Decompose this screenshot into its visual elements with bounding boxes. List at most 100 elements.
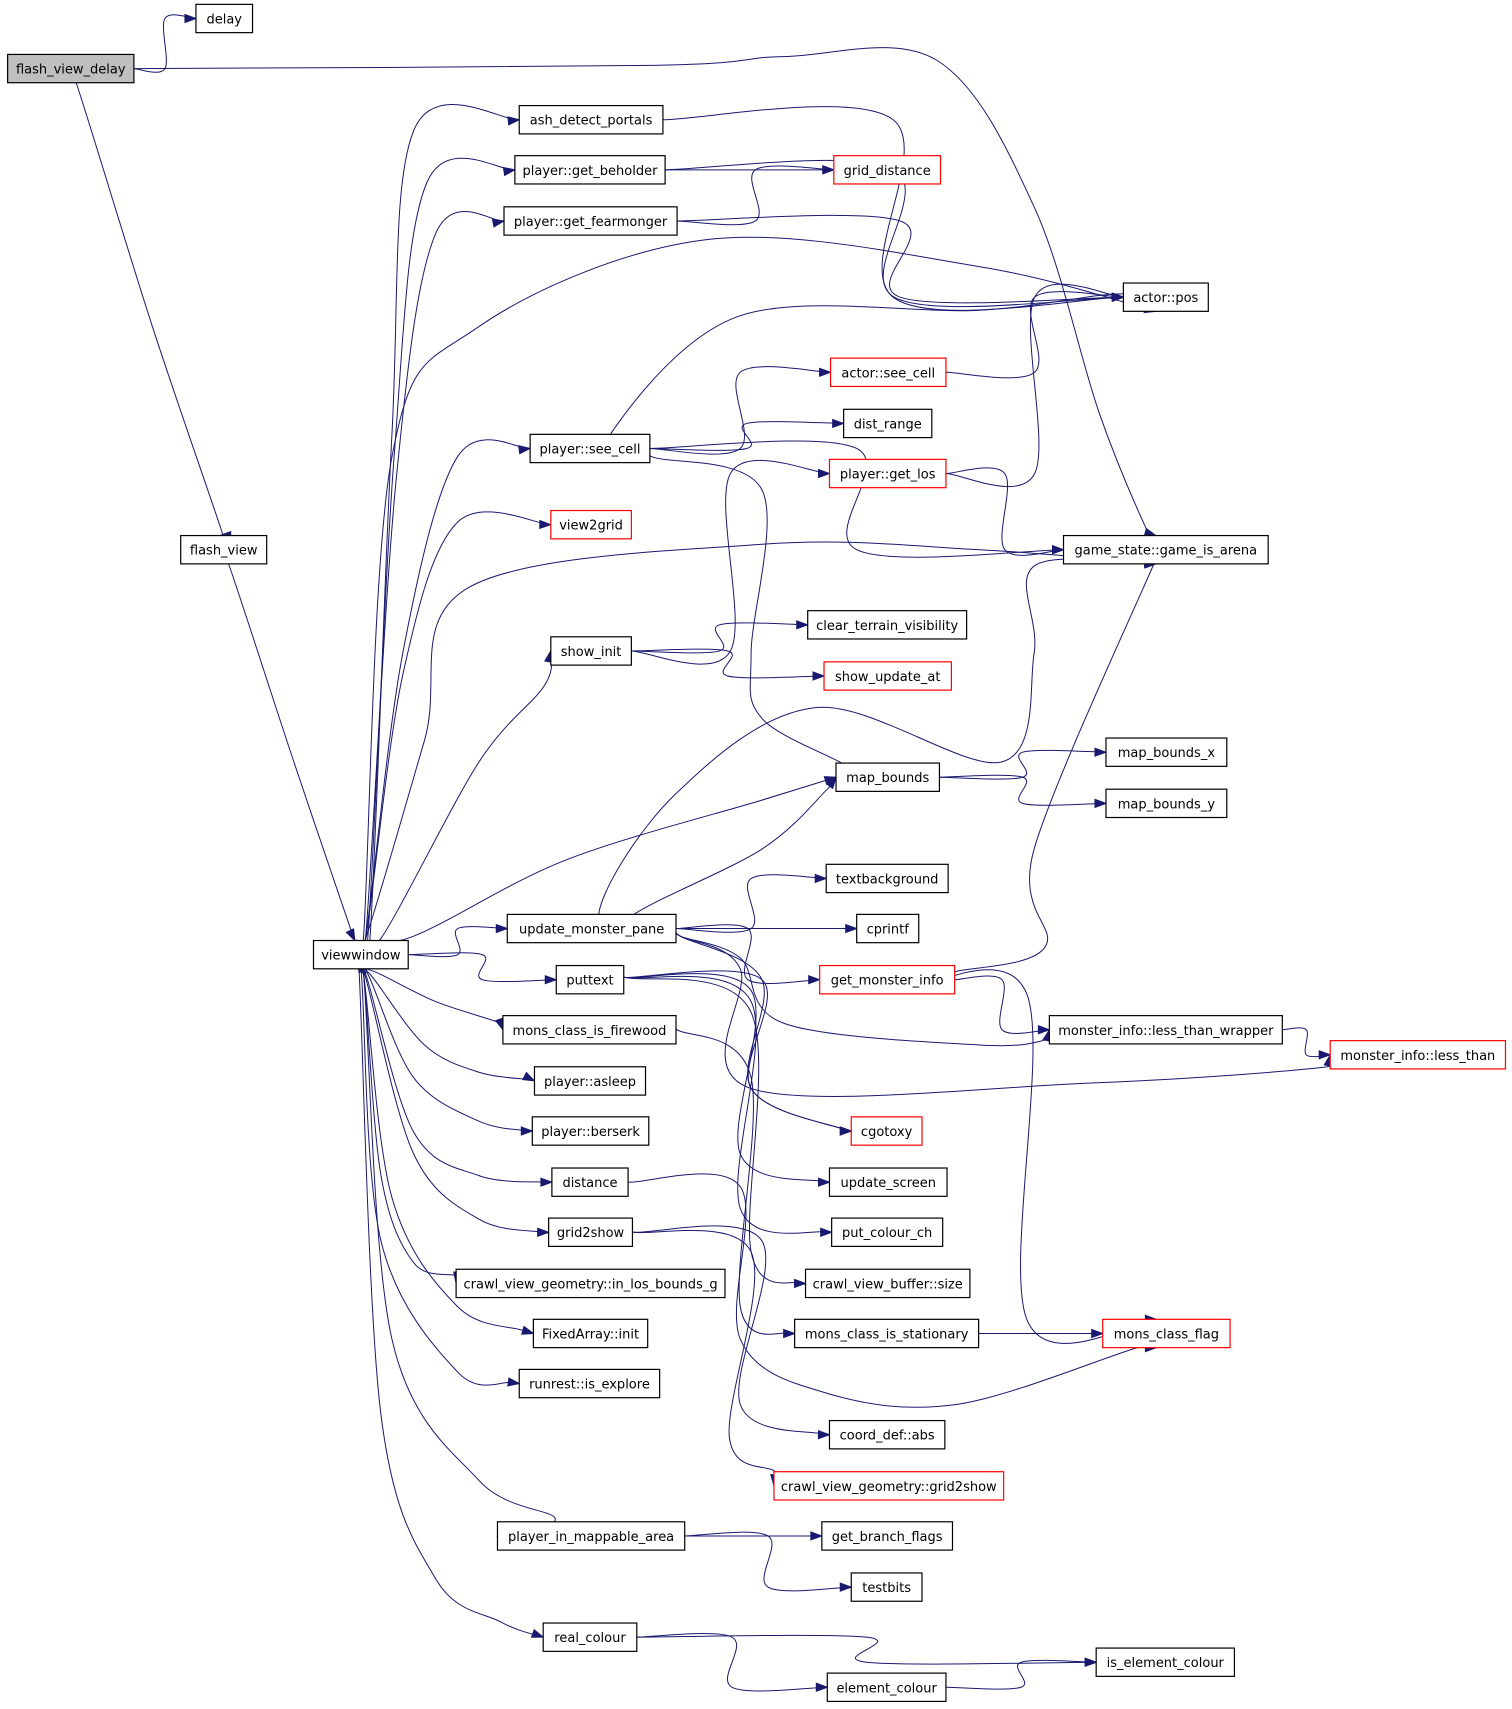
edge-arrowhead xyxy=(539,519,553,530)
edge-player_in_mappable_area-to-testbits xyxy=(684,1531,853,1592)
node-get-los[interactable]: player::get_los xyxy=(828,458,947,489)
edge-line xyxy=(673,928,1347,1097)
edge-line xyxy=(1282,1027,1331,1058)
node-label: textbackground xyxy=(836,872,939,887)
node-get-monster-info[interactable]: get_monster_info xyxy=(819,964,956,995)
edge-arrowhead xyxy=(845,923,859,934)
node-viewwindow[interactable]: viewwindow xyxy=(312,939,409,970)
node-fixedarray-init[interactable]: FixedArray::init xyxy=(532,1318,649,1349)
node-update-monster-pane[interactable]: update_monster_pane xyxy=(506,913,677,944)
edge-arrowhead xyxy=(817,1429,831,1440)
node-less-than-wrapper[interactable]: monster_info::less_than_wrapper xyxy=(1048,1015,1283,1045)
edge-viewwindow-to-game_is_arena xyxy=(356,541,1158,955)
edge-viewwindow-to-mons_class_is_firewood xyxy=(356,968,507,1032)
node-testbits[interactable]: testbits xyxy=(850,1572,923,1602)
node-box xyxy=(828,458,947,489)
node-map-bounds-x[interactable]: map_bounds_x xyxy=(1105,737,1228,767)
edge-line xyxy=(672,928,858,1135)
node-dist-range[interactable]: dist_range xyxy=(843,408,933,439)
edge-line xyxy=(356,236,1156,974)
node-box xyxy=(455,1268,726,1299)
node-show-update-at[interactable]: show_update_at xyxy=(823,661,952,691)
node-element-colour[interactable]: element_colour xyxy=(826,1672,947,1703)
edge-update_monster_pane-to-cprintf xyxy=(675,923,859,934)
edge-update_monster_pane-to-get_monster_info xyxy=(675,924,822,985)
node-label: player::get_fearmonger xyxy=(514,215,668,230)
node-show-init[interactable]: show_init xyxy=(550,636,632,666)
edge-ash_detect_portals-to-actor_pos xyxy=(662,106,1125,311)
node-real-colour[interactable]: real_colour xyxy=(542,1622,638,1652)
node-player-asleep[interactable]: player::asleep xyxy=(533,1066,647,1096)
node-flash-view-delay[interactable]: flash_view_delay xyxy=(7,53,135,84)
node-mons-class-is-firewood[interactable]: mons_class_is_firewood xyxy=(502,1015,677,1045)
node-label: crawl_view_geometry::grid2show xyxy=(781,1480,997,1495)
edge-line xyxy=(649,440,1064,558)
node-label: update_screen xyxy=(840,1176,936,1191)
node-box xyxy=(514,155,666,185)
node-box xyxy=(1105,737,1228,767)
node-player-see-cell[interactable]: player::see_cell xyxy=(529,433,651,464)
node-actor-see-cell[interactable]: actor::see_cell xyxy=(829,357,947,388)
node-coord-abs[interactable]: coord_def::abs xyxy=(828,1419,946,1450)
edge-real_colour-to-element_colour xyxy=(636,1633,829,1692)
node-less-than[interactable]: monster_info::less_than xyxy=(1329,1040,1507,1070)
node-get-branch-flags[interactable]: get_branch_flags xyxy=(821,1521,954,1551)
node-label: monster_info::less_than_wrapper xyxy=(1058,1024,1274,1039)
node-get-fearmonger[interactable]: player::get_fearmonger xyxy=(503,206,678,236)
node-clear-terrain-visibility[interactable]: clear_terrain_visibility xyxy=(807,610,968,640)
node-player-berserk[interactable]: player::berserk xyxy=(531,1116,650,1146)
node-distance[interactable]: distance xyxy=(551,1167,629,1197)
node-view2grid[interactable]: view2grid xyxy=(550,509,632,540)
node-box xyxy=(533,1066,647,1096)
node-grid2show[interactable]: grid2show xyxy=(548,1217,634,1247)
edge-line xyxy=(356,439,531,959)
node-mons-class-flag[interactable]: mons_class_flag xyxy=(1102,1318,1231,1349)
edge-line xyxy=(356,958,552,1234)
edge-get_los-to-actor_pos xyxy=(945,283,1125,488)
edge-puttext-to-update_screen xyxy=(615,973,835,1187)
node-ash-detect-portals[interactable]: ash_detect_portals xyxy=(518,104,664,135)
node-label: distance xyxy=(562,1176,617,1191)
node-label: put_colour_ch xyxy=(842,1226,932,1241)
node-label: mons_class_is_stationary xyxy=(805,1327,969,1342)
node-box xyxy=(195,3,254,34)
node-box xyxy=(826,1672,947,1703)
node-game-is-arena[interactable]: game_state::game_is_arena xyxy=(1062,534,1269,565)
node-get-beholder[interactable]: player::get_beholder xyxy=(514,155,666,185)
node-label: show_init xyxy=(561,645,622,660)
edge-player_see_cell-to-game_is_arena xyxy=(649,440,1065,558)
node-flash-view[interactable]: flash_view xyxy=(180,534,268,565)
node-update-screen[interactable]: update_screen xyxy=(828,1167,948,1197)
node-is-element-colour[interactable]: is_element_colour xyxy=(1095,1647,1236,1677)
edge-flash_view_delay-to-flash_view xyxy=(68,64,232,552)
edge-element_colour-to-is_element_colour xyxy=(945,1657,1098,1690)
node-cvg-grid2show[interactable]: crawl_view_geometry::grid2show xyxy=(773,1471,1005,1501)
node-delay[interactable]: delay xyxy=(195,3,254,34)
node-map-bounds[interactable]: map_bounds xyxy=(835,762,941,792)
node-grid-distance[interactable]: grid_distance xyxy=(833,155,942,185)
node-label: view2grid xyxy=(559,519,623,534)
node-cgotoxy[interactable]: cgotoxy xyxy=(850,1116,923,1146)
node-box xyxy=(1048,1015,1283,1045)
node-label: puttext xyxy=(566,974,613,989)
edge-arrowhead xyxy=(817,1177,831,1187)
node-buffer-size[interactable]: crawl_view_buffer::size xyxy=(804,1268,971,1299)
node-label: mons_class_flag xyxy=(1114,1327,1219,1342)
edge-line xyxy=(677,165,834,226)
edge-arrowhead xyxy=(544,974,558,985)
node-puttext[interactable]: puttext xyxy=(555,964,625,995)
node-box xyxy=(843,408,933,439)
edge-line xyxy=(408,926,508,958)
edge-arrowhead xyxy=(815,1682,829,1692)
node-actor-pos[interactable]: actor::pos xyxy=(1122,282,1209,312)
node-textbackground[interactable]: textbackground xyxy=(825,863,949,894)
node-is-explore[interactable]: runrest::is_explore xyxy=(518,1368,661,1399)
node-cprintf[interactable]: cprintf xyxy=(856,913,920,944)
node-player-in-mappable-area[interactable]: player_in_mappable_area xyxy=(496,1521,686,1551)
edge-arrowhead xyxy=(507,116,521,126)
node-in-los-bounds[interactable]: crawl_view_geometry::in_los_bounds_g xyxy=(455,1268,726,1299)
node-mons-class-is-stationary[interactable]: mons_class_is_stationary xyxy=(794,1318,980,1349)
node-put-colour-ch[interactable]: put_colour_ch xyxy=(831,1217,944,1247)
node-box xyxy=(548,1217,634,1247)
node-map-bounds-y[interactable]: map_bounds_y xyxy=(1105,788,1228,819)
